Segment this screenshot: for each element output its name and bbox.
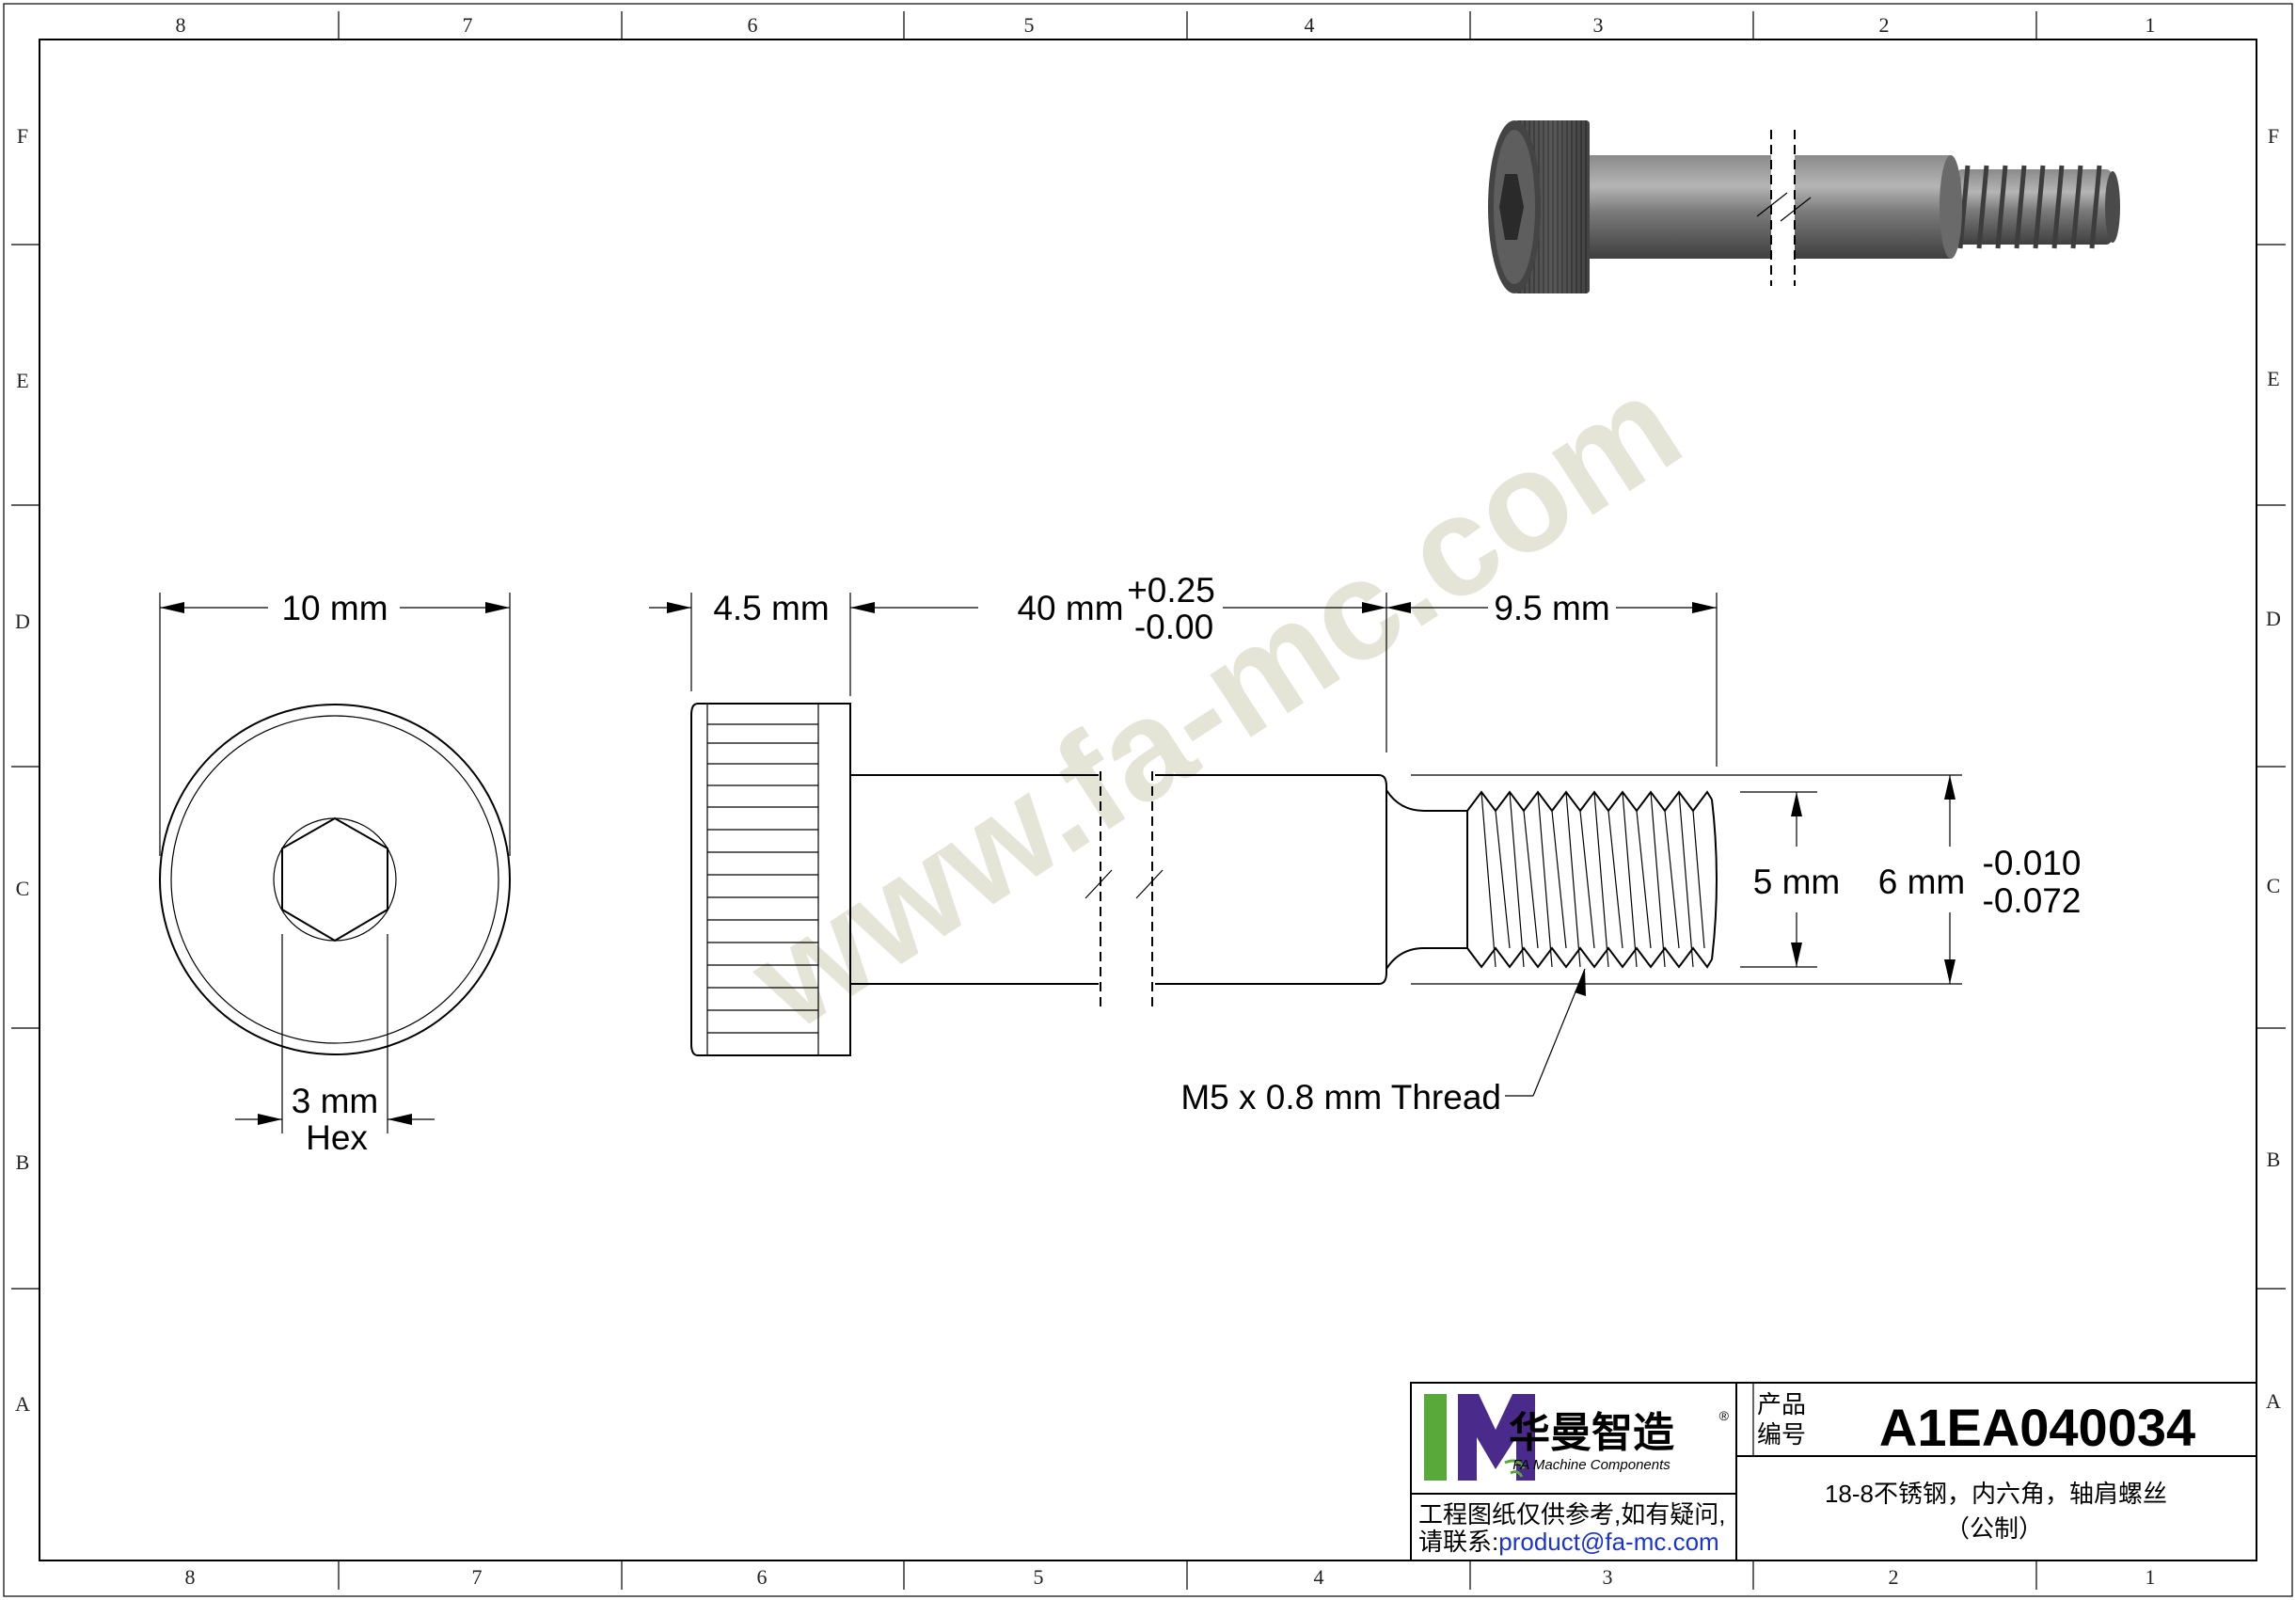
company-logo: 华曼智造 ® FA Machine Components [1424,1394,1730,1481]
zone-row-e-right: E [2267,367,2279,390]
zone-labels-right: F E D C B A [2266,124,2281,1413]
zone-col-3: 3 [1593,13,1604,37]
product-code-label-1: 产品 [1757,1390,1806,1418]
zone-col-6-bottom: 6 [757,1565,768,1589]
zone-col-8: 8 [176,13,186,37]
side-shoulder [850,771,1387,1011]
dim-shoulder-tol-minus: -0.00 [1134,608,1213,646]
zone-col-1-bottom: 1 [2146,1565,2156,1589]
zone-col-5: 5 [1024,13,1035,37]
zone-labels-bottom: 8 7 6 5 4 3 2 1 [185,1565,2156,1589]
zone-col-2-bottom: 2 [1889,1565,1899,1589]
zone-labels-left: F E D C B A [15,124,30,1416]
drawing-border [3,3,2293,1597]
side-head [690,703,851,1056]
zone-row-a-right: A [2266,1389,2281,1413]
zone-col-7-bottom: 7 [472,1565,483,1589]
zone-row-f-right: F [2268,124,2279,148]
side-thread [1466,790,1718,969]
registered-mark: ® [1719,1408,1730,1423]
company-name-en: FA Machine Components [1512,1457,1671,1473]
hex-socket-icon [281,816,388,943]
dim-thread-length: 9.5 mm [1494,589,1609,627]
disclaimer-line-1: 工程图纸仅供参考,如有疑问, [1418,1500,1725,1529]
zone-row-e: E [16,369,28,392]
zone-col-6: 6 [748,13,758,37]
zone-col-2: 2 [1879,13,1890,37]
zone-labels-top: 8 7 6 5 4 3 2 1 [176,13,2156,37]
zone-row-b-right: B [2267,1148,2281,1171]
dim-hex-label: Hex [306,1118,368,1157]
dim-head-diameter: 10 mm [281,589,388,627]
zone-row-c-right: C [2267,874,2281,897]
zone-row-d: D [15,610,30,633]
dim-shoulder-tol-plus: +0.25 [1127,571,1215,610]
render-shoulder [1590,130,1962,286]
isometric-render [1488,120,2120,293]
zone-col-8-bottom: 8 [185,1565,196,1589]
zone-row-b: B [16,1150,30,1174]
zone-col-4: 4 [1305,13,1315,37]
product-description-2: （公制） [1945,1514,2043,1543]
zone-row-a: A [15,1392,30,1416]
zone-col-5-bottom: 5 [1034,1565,1044,1589]
side-view: 4.5 mm 40 mm +0.25 -0.00 9.5 mm 5 mm 6 m… [649,571,2081,1117]
dim-hex-size: 3 mm [292,1082,379,1120]
zone-row-f: F [17,124,28,148]
title-block: 华曼智造 ® FA Machine Components 工程图纸仅供参考,如有… [1410,1382,2257,1561]
zone-row-c: C [16,877,30,900]
dim-head-length: 4.5 mm [713,589,829,627]
product-code: A1EA040034 [1879,1398,2195,1457]
render-thread [1956,165,2120,249]
zone-col-4-bottom: 4 [1314,1565,1324,1589]
contact-label: 请联系: [1418,1528,1498,1556]
product-code-label-2: 编号 [1757,1420,1806,1449]
zone-col-7: 7 [463,13,473,37]
contact-email-link[interactable]: product@fa-mc.com [1498,1528,1718,1556]
company-name-cn: 华曼智造 [1509,1410,1674,1456]
render-head [1488,120,1590,293]
dim-thread-diameter: 5 mm [1753,863,1841,901]
dim-shoulder-length: 40 mm [1017,589,1123,627]
dim-shoulder-dia-tol-upper: -0.010 [1983,844,2082,882]
product-description-1: 18-8不锈钢，内六角，轴肩螺丝 [1825,1480,2167,1508]
thread-callout: M5 x 0.8 mm Thread [1180,1078,1501,1117]
side-undercut [1386,789,1467,970]
dim-shoulder-dia-tol-lower: -0.072 [1983,881,2082,920]
end-view: 10 mm 3 mm Hex [159,589,511,1157]
zone-col-3-bottom: 3 [1603,1565,1613,1589]
disclaimer-line-2: 请联系:product@fa-mc.com [1418,1528,1719,1556]
zone-row-d-right: D [2266,607,2281,630]
zone-col-1: 1 [2146,13,2156,37]
dim-shoulder-diameter: 6 mm [1878,863,1966,901]
watermark: www.fa-mc.com [723,344,1706,1059]
